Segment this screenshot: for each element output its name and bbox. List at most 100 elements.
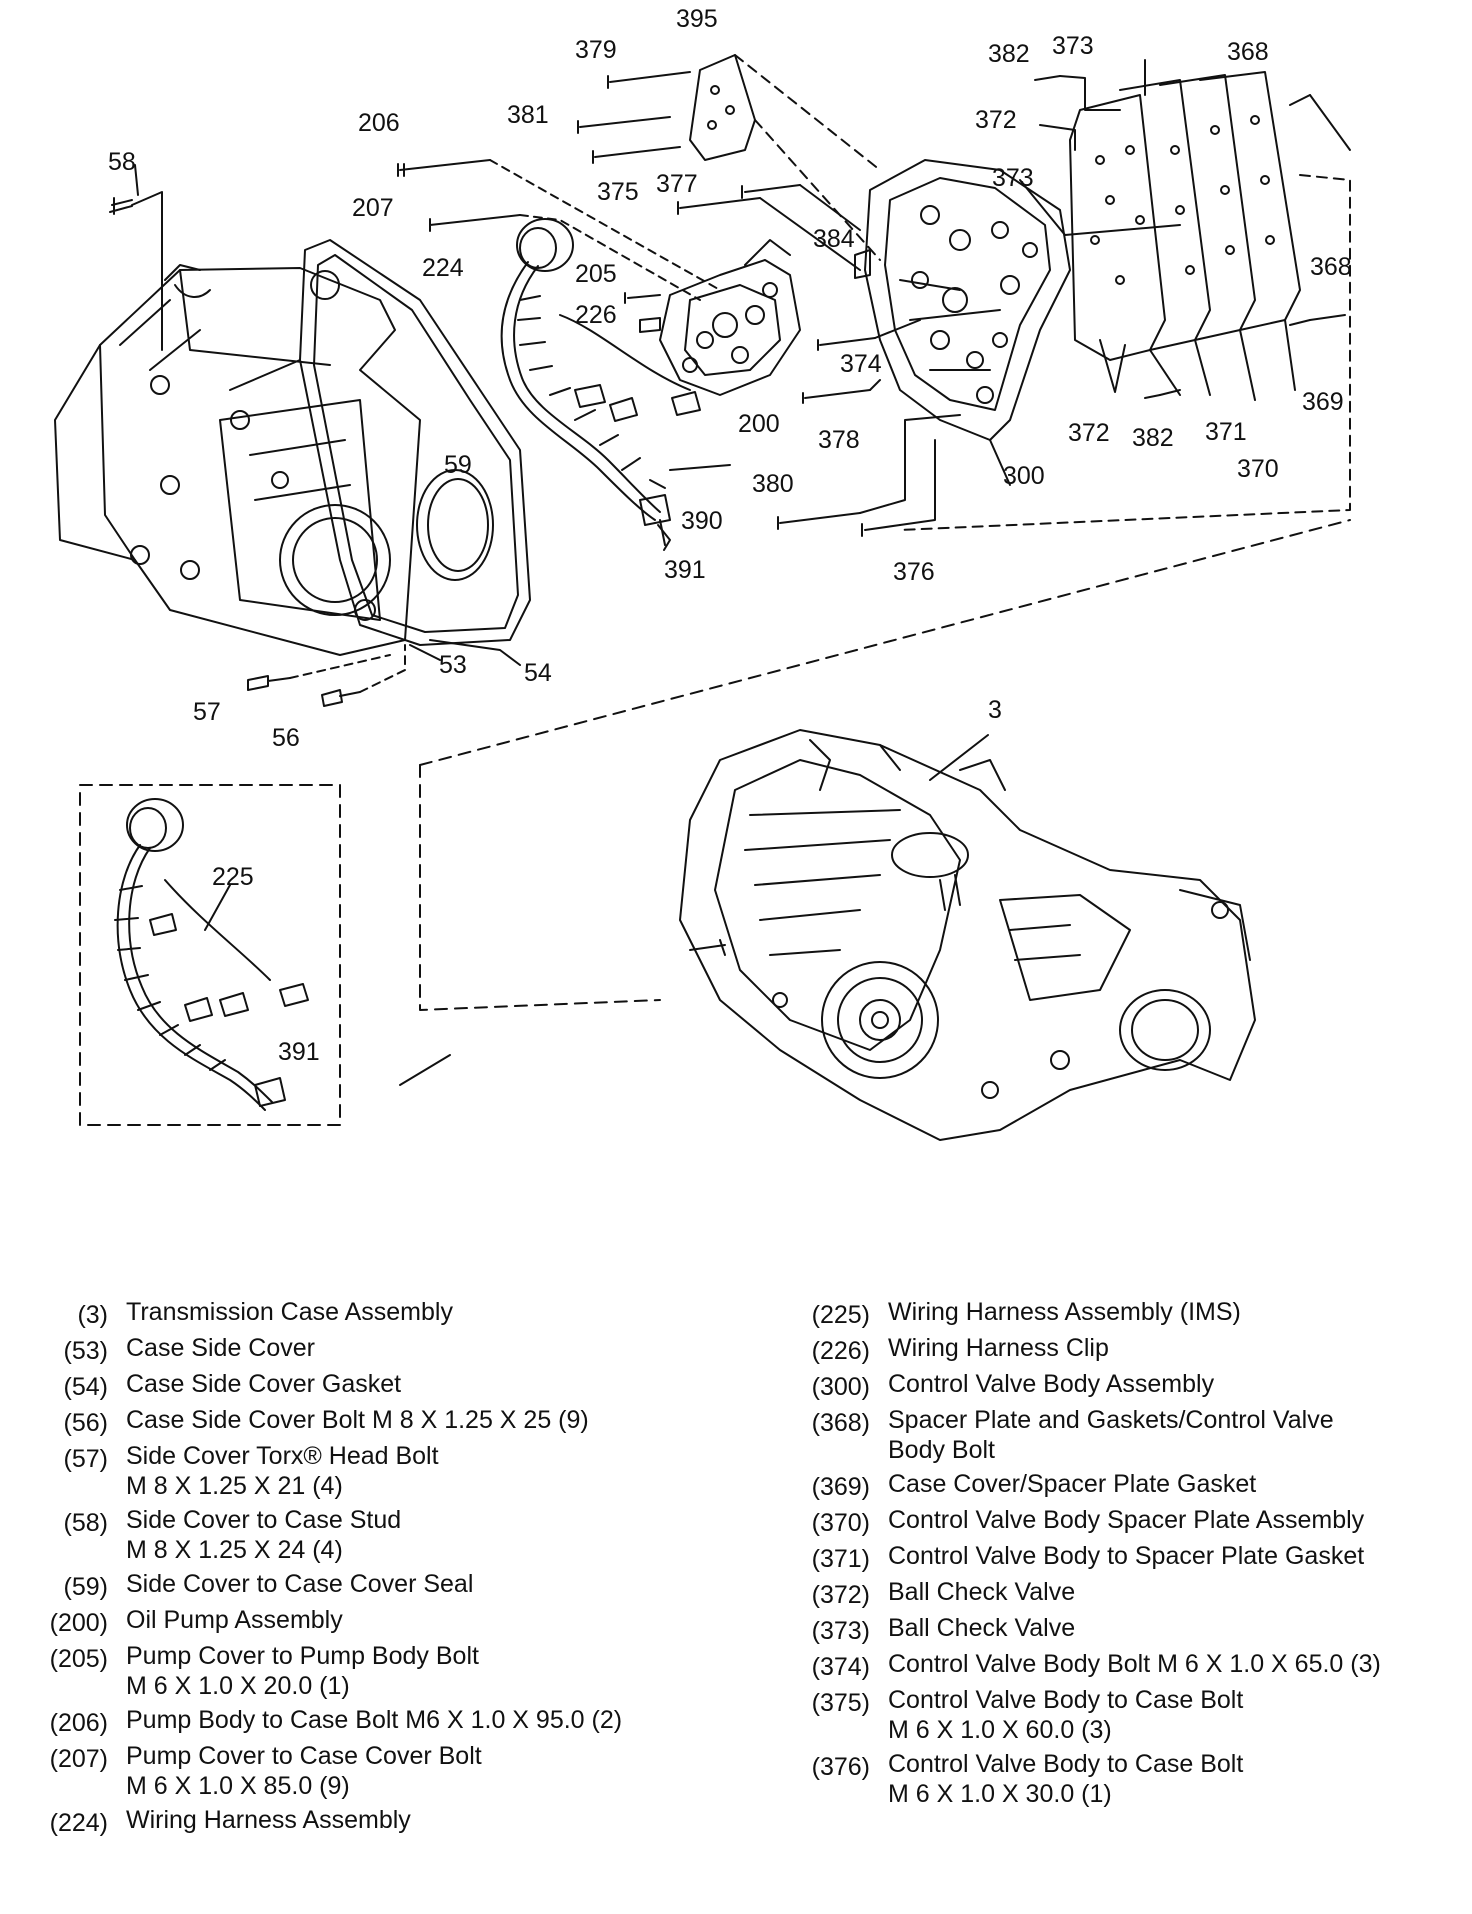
callout-53: 53	[439, 651, 467, 679]
legend-part-description: Case Side Cover Gasket	[126, 1369, 700, 1399]
parts-legend-right: (225) Wiring Harness Assembly (IMS) (226)W…	[782, 1297, 1462, 1813]
legend-item: (368) Spacer Plate and Gaskets/Control Va…	[782, 1405, 1462, 1465]
legend-description-line: Wiring Harness Assembly (IMS)	[888, 1298, 1241, 1326]
legend-item: (371) Control Valve Body to Spacer Plate …	[782, 1541, 1462, 1577]
pump-bolts	[397, 159, 721, 304]
callout-384: 384	[813, 225, 855, 253]
callout-377: 377	[656, 170, 698, 198]
legend-description-line: Case Side Cover Bolt M 8 X 1.25 X 25 (9)	[126, 1406, 589, 1434]
legend-item: (224)Wiring Harness Assembly	[20, 1805, 700, 1841]
legend-part-number: (58)	[63, 1509, 108, 1537]
legend-part-number: (57)	[63, 1445, 108, 1473]
legend-item: (225) Wiring Harness Assembly (IMS)	[782, 1297, 1462, 1333]
legend-description-line: M 6 X 1.0 X 60.0 (3)	[888, 1716, 1112, 1744]
leader-lines-left	[131, 164, 521, 693]
legend-description-line: Control Valve Body Spacer Plate Assembly	[888, 1506, 1365, 1534]
callout-206: 206	[358, 109, 400, 137]
callout-56: 56	[272, 724, 300, 752]
callout-205: 205	[575, 260, 617, 288]
transmission-case-assembly	[679, 729, 1256, 1141]
legend-item: (226)Wiring Harness Clip	[782, 1333, 1462, 1369]
callout-200: 200	[738, 410, 780, 438]
case-side-cover-gasket	[299, 239, 531, 646]
callout-379: 379	[575, 36, 617, 64]
legend-description-line: M 8 X 1.25 X 24 (4)	[126, 1536, 343, 1564]
legend-description-line: Case Cover/Spacer Plate Gasket	[888, 1470, 1257, 1498]
ims-harness-inset	[79, 784, 341, 1126]
callout-225: 225	[212, 863, 254, 891]
callout-390: 390	[681, 507, 723, 535]
callout-368-right: 368	[1310, 253, 1352, 281]
legend-description-line: Control Valve Body Bolt M 6 X 1.0 X 65.0…	[888, 1650, 1381, 1678]
legend-part-description: Wiring Harness Clip	[888, 1333, 1462, 1363]
legend-description-line: Control Valve Body Assembly	[888, 1370, 1215, 1398]
callout-391-inset: 391	[278, 1038, 320, 1066]
legend-part-number: (373)	[811, 1617, 870, 1645]
callout-54: 54	[524, 659, 552, 687]
legend-part-number: (370)	[811, 1509, 870, 1537]
callout-373-mid: 373	[992, 164, 1034, 192]
callout-391: 391	[664, 556, 706, 584]
legend-description-line: Control Valve Body to Spacer Plate Gaske…	[888, 1542, 1365, 1570]
legend-description-line: M 6 X 1.0 X 20.0 (1)	[126, 1672, 350, 1700]
legend-part-description: Wiring Harness Assembly (IMS)	[888, 1297, 1462, 1327]
legend-description-line: Ball Check Valve	[888, 1614, 1076, 1642]
legend-part-number: (54)	[63, 1373, 108, 1401]
legend-description-line: M 6 X 1.0 X 85.0 (9)	[126, 1772, 350, 1800]
legend-part-number: (375)	[811, 1689, 870, 1717]
callout-371: 371	[1205, 418, 1247, 446]
legend-item: (300)Control Valve Body Assembly	[782, 1369, 1462, 1405]
legend-description-line: Body Bolt	[888, 1436, 996, 1464]
parts-legend-left: (3)Transmission Case Assembly(53)Case Si…	[20, 1297, 700, 1841]
legend-part-number: (207)	[49, 1745, 108, 1773]
pump-cover-plate	[689, 54, 756, 161]
callout-300: 300	[1003, 462, 1045, 490]
legend-part-description: Case Cover/Spacer Plate Gasket	[888, 1469, 1462, 1499]
callout-207: 207	[352, 194, 394, 222]
legend-part-number: (205)	[49, 1645, 108, 1673]
spacer-plates	[1069, 71, 1301, 361]
callout-59: 59	[444, 451, 472, 479]
legend-item: (370) Control Valve Body Spacer Plate Ass…	[782, 1505, 1462, 1541]
legend-description-line: Spacer Plate and Gaskets/Control Valve	[888, 1406, 1334, 1434]
side-cover-bolts	[247, 675, 361, 707]
legend-item: (206)Pump Body to Case Bolt M6 X 1.0 X 9…	[20, 1705, 700, 1741]
exploded-view-diagram: 3 53 54 56 57 58 59 200 205 206 207 224 …	[54, 5, 1352, 1141]
callout-224: 224	[422, 254, 464, 282]
legend-part-number: (225)	[811, 1301, 870, 1329]
legend-description-line: Case Side Cover Gasket	[126, 1370, 402, 1398]
side-cover-stud	[109, 197, 133, 215]
legend-part-number: (376)	[811, 1753, 870, 1781]
callout-380: 380	[752, 470, 794, 498]
legend-part-description: Control Valve Body Assembly	[888, 1369, 1462, 1399]
callout-373-top: 373	[1052, 32, 1094, 60]
legend-part-number: (372)	[811, 1581, 870, 1609]
leader-lines-upper	[669, 54, 1351, 531]
callout-375: 375	[597, 178, 639, 206]
legend-item: (59)Side Cover to Case Cover Seal	[20, 1569, 700, 1605]
callout-370: 370	[1237, 455, 1279, 483]
legend-description-line: Side Cover to Case Stud	[126, 1506, 402, 1534]
callout-57: 57	[193, 698, 221, 726]
legend-item: (53)Case Side Cover	[20, 1333, 700, 1369]
callout-58: 58	[108, 148, 136, 176]
legend-part-description: Side Cover to Case Cover Seal	[126, 1569, 700, 1599]
legend-item: (374)Control Valve Body Bolt M 6 X 1.0 X…	[782, 1649, 1462, 1685]
assembly-outline	[419, 519, 1351, 1011]
legend-description-line: Wiring Harness Clip	[888, 1334, 1109, 1362]
legend-description-line: M 8 X 1.25 X 21 (4)	[126, 1472, 343, 1500]
legend-part-number: (368)	[811, 1409, 870, 1437]
legend-description-line: M 6 X 1.0 X 30.0 (1)	[888, 1780, 1112, 1808]
legend-part-description: Control Valve Body Bolt M 6 X 1.0 X 65.0…	[888, 1649, 1462, 1679]
legend-part-number: (371)	[811, 1545, 870, 1573]
oil-pump-assembly	[639, 239, 801, 396]
legend-description-line: Case Side Cover	[126, 1334, 315, 1362]
callout-372-bottom: 372	[1068, 419, 1110, 447]
